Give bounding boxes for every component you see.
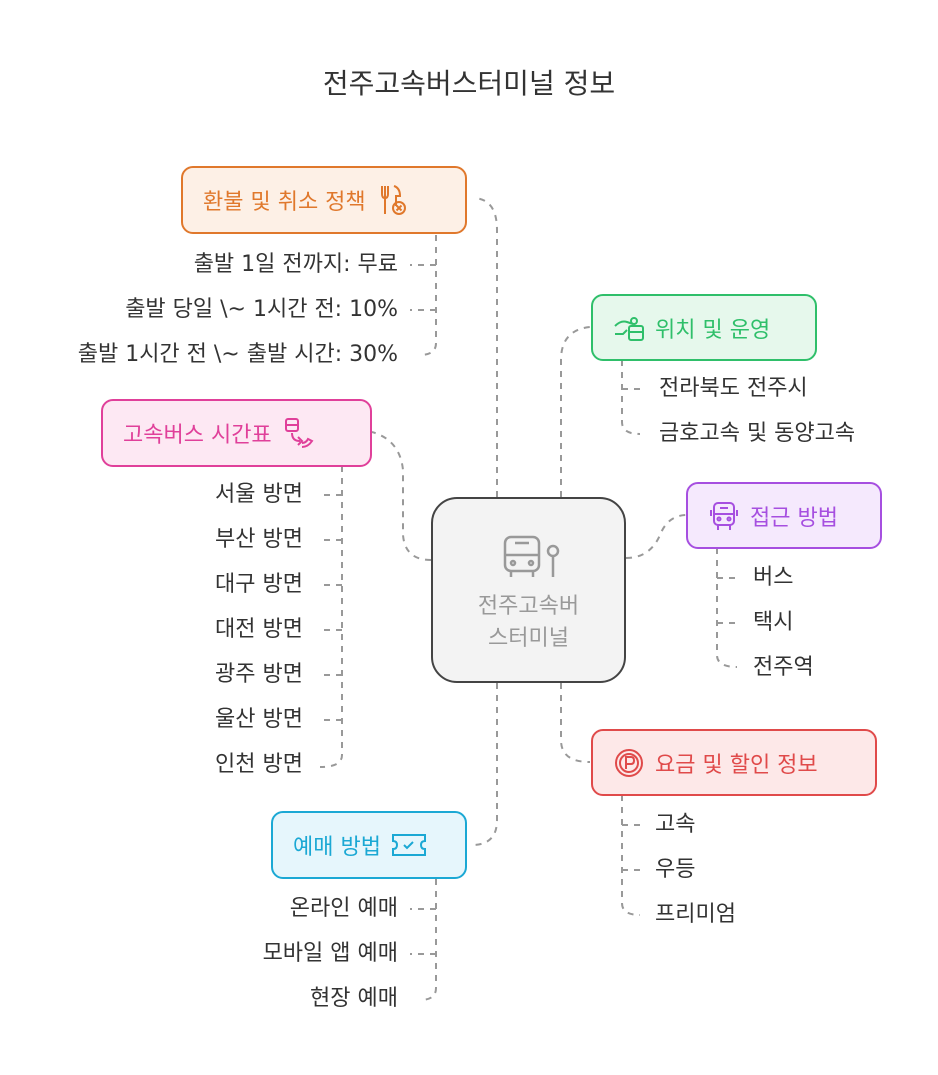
- location-item-2: 금호고속 및 동양고속: [659, 421, 856, 446]
- center-node: 전주고속버 스터미널: [431, 497, 626, 683]
- access-method-label: 접근 방법: [750, 505, 838, 531]
- page-title: 전주고속버스터미널 정보: [322, 67, 616, 100]
- fare-discount-node[interactable]: 요금 및 할인 정보: [591, 729, 877, 796]
- fare-item-3: 프리미엄: [655, 902, 736, 927]
- center-label-line1: 전주고속버: [477, 594, 580, 619]
- timetable-item-2: 부산 방면: [215, 527, 303, 552]
- refund-policy-node[interactable]: 환불 및 취소 정책: [181, 166, 467, 234]
- refund-policy-label: 환불 및 취소 정책: [203, 190, 366, 215]
- location-item-1: 전라북도 전주시: [659, 376, 808, 401]
- booking-method-label: 예매 방법: [293, 835, 381, 860]
- bus-route-icon: [284, 418, 314, 448]
- booking-item-3: 현장 예매: [310, 986, 398, 1011]
- parking-coin-icon: [615, 748, 643, 777]
- utensils-cancel-icon: [380, 185, 406, 215]
- access-item-2: 택시: [753, 610, 794, 635]
- bus-icon: [710, 501, 738, 530]
- timetable-item-5: 광주 방면: [215, 662, 303, 687]
- refund-item-2: 출발 당일 \~ 1시간 전: 10%: [125, 297, 398, 322]
- timetable-item-7: 인천 방면: [215, 752, 303, 777]
- fare-item-1: 고속: [655, 812, 696, 837]
- ticket-check-icon: [391, 834, 426, 856]
- location-operation-node[interactable]: 위치 및 운영: [591, 294, 817, 361]
- center-label-line2: 스터미널: [488, 626, 569, 651]
- refund-item-1: 출발 1일 전까지: 무료: [193, 252, 398, 277]
- bus-stop-icon: [503, 535, 560, 577]
- booking-item-2: 모바일 앱 예매: [262, 941, 398, 966]
- refund-item-3: 출발 1시간 전 \~ 출발 시간: 30%: [77, 342, 398, 367]
- timetable-item-3: 대구 방면: [215, 572, 303, 597]
- booking-item-1: 온라인 예매: [289, 896, 398, 921]
- timetable-item-1: 서울 방면: [215, 482, 303, 507]
- location-operation-label: 위치 및 운영: [655, 317, 771, 343]
- bus-timetable-node[interactable]: 고속버스 시간표: [101, 399, 372, 467]
- access-method-node[interactable]: 접근 방법: [686, 482, 882, 549]
- hand-card-icon: [614, 316, 644, 341]
- timetable-item-4: 대전 방면: [215, 617, 303, 642]
- access-item-3: 전주역: [753, 655, 814, 680]
- bus-timetable-label: 고속버스 시간표: [123, 423, 272, 448]
- timetable-item-6: 울산 방면: [215, 707, 303, 732]
- access-item-1: 버스: [753, 565, 794, 590]
- booking-method-node[interactable]: 예매 방법: [271, 811, 467, 879]
- fare-discount-label: 요금 및 할인 정보: [655, 752, 818, 778]
- fare-item-2: 우등: [655, 857, 696, 882]
